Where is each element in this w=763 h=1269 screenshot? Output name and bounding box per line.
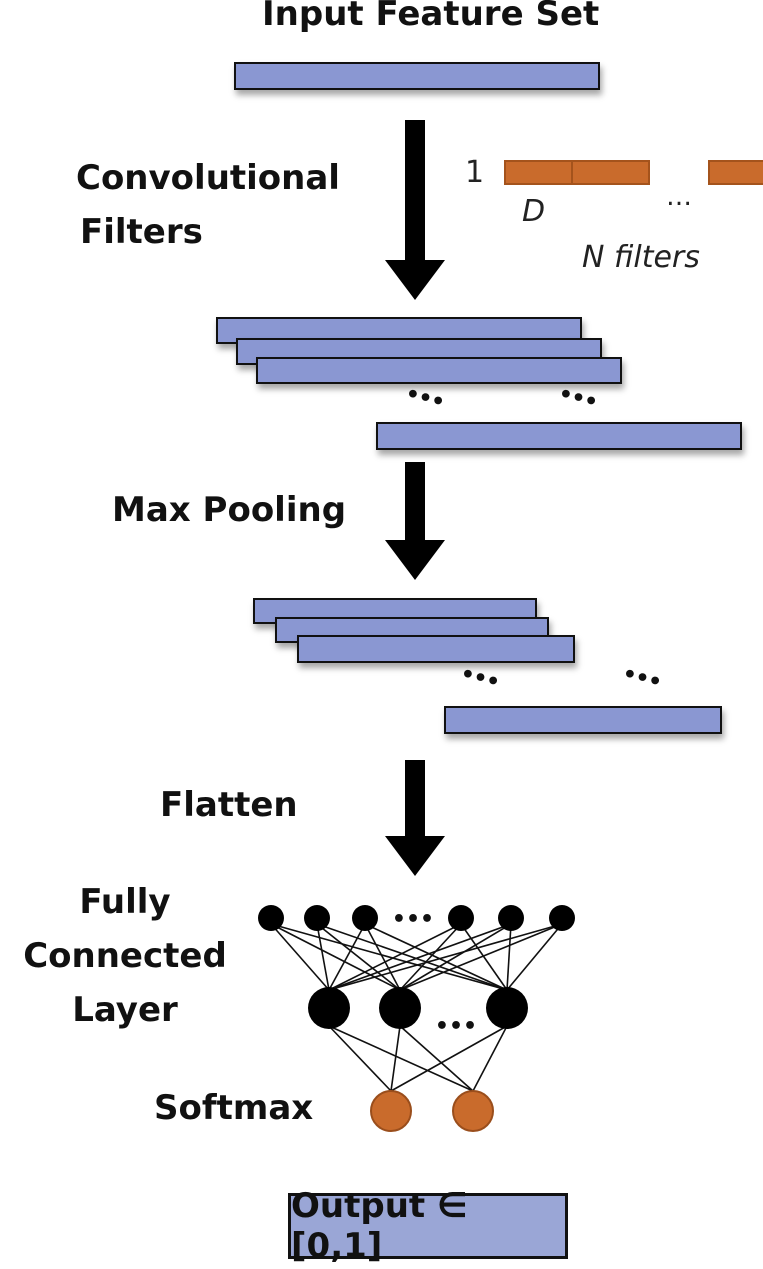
connection-input-hidden <box>316 923 508 991</box>
connection-input-hidden <box>270 923 508 991</box>
connection-input-hidden <box>460 923 508 991</box>
hidden-node <box>379 987 421 1029</box>
connection-input-hidden <box>364 923 401 991</box>
connection-input-hidden <box>270 923 330 991</box>
input-feature-bar <box>234 62 600 90</box>
input-node <box>258 905 284 931</box>
input-node <box>304 905 330 931</box>
input-node <box>448 905 474 931</box>
input-node <box>549 905 575 931</box>
connection-input-hidden <box>399 923 563 991</box>
flatten-label: Flatten <box>160 785 298 825</box>
connection-input-hidden <box>316 923 330 991</box>
fully-connected-label-2: Connected <box>23 936 227 976</box>
conv-feature-map-n <box>376 422 742 450</box>
input-feature-set-title: Input Feature Set <box>262 0 600 34</box>
connection-hidden-output <box>472 1025 508 1092</box>
connection-input-hidden <box>328 923 563 991</box>
softmax-output-node <box>370 1090 412 1132</box>
connection-hidden-output <box>328 1025 474 1092</box>
connection-hidden-output <box>328 1025 392 1092</box>
filter-height-label: 1 <box>465 155 485 190</box>
connection-input-hidden <box>270 923 401 991</box>
filter-width-label: D <box>522 194 546 229</box>
connection-hidden-output <box>399 1025 474 1092</box>
conv-feature-map-3 <box>256 357 622 384</box>
connection-input-hidden <box>506 923 512 991</box>
filter-bar-n <box>708 160 763 185</box>
connection-input-hidden <box>506 923 563 991</box>
pooled-feature-map-3 <box>297 635 575 663</box>
connection-input-hidden <box>328 923 366 991</box>
connection-hidden-output <box>390 1025 401 1092</box>
connection-input-hidden <box>316 923 401 991</box>
convolutional-filters-label-1: Convolutional <box>76 158 340 198</box>
connection-input-hidden <box>328 923 512 991</box>
connection-input-hidden <box>328 923 462 991</box>
output-label: Output ∈ [0,1] <box>291 1186 468 1266</box>
softmax-output-node <box>452 1090 494 1132</box>
n-filters-label: N filters <box>582 240 700 275</box>
input-nodes-ellipsis: ••• <box>392 907 434 932</box>
output-box: Output ∈ [0,1] <box>288 1186 568 1266</box>
connection-input-hidden <box>399 923 512 991</box>
hidden-nodes-ellipsis: ••• <box>435 1014 477 1039</box>
convolutional-filters-label-2: Filters <box>80 212 203 252</box>
filter-ellipsis: … <box>666 182 692 212</box>
connection-input-hidden <box>399 923 462 991</box>
arrow-down-icon <box>385 760 445 876</box>
filter-bar-1 <box>504 160 650 185</box>
pooled-feature-map-n <box>444 706 722 734</box>
filter-divider <box>571 162 573 183</box>
arrow-down-icon <box>385 462 445 580</box>
hidden-node <box>486 987 528 1029</box>
connection-hidden-output <box>390 1025 508 1092</box>
fully-connected-label-3: Layer <box>72 990 178 1030</box>
fully-connected-label-1: Fully <box>79 882 171 922</box>
softmax-label: Softmax <box>154 1088 314 1128</box>
input-node <box>352 905 378 931</box>
max-pooling-label: Max Pooling <box>112 490 347 530</box>
hidden-node <box>308 987 350 1029</box>
connection-input-hidden <box>364 923 508 991</box>
arrow-down-icon <box>385 120 445 300</box>
input-node <box>498 905 524 931</box>
